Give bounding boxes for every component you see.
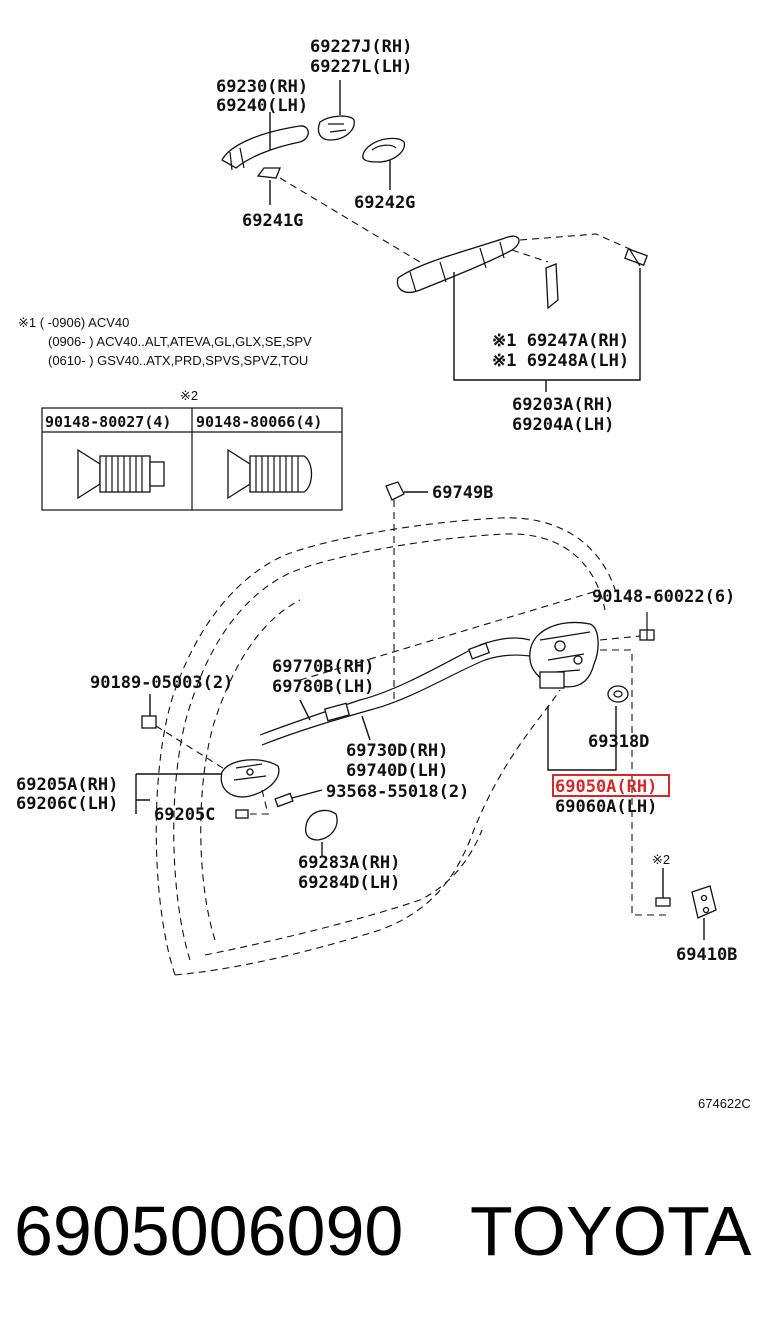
handle-gasket xyxy=(256,167,281,179)
door-lock-assembly xyxy=(529,621,668,916)
highlight-box xyxy=(552,774,670,797)
label-69242g[interactable]: 69242G xyxy=(354,193,415,213)
label-69060a[interactable]: 69060A(LH) xyxy=(555,797,657,817)
screw-left-icon xyxy=(77,448,165,500)
label-69205c[interactable]: 69205C xyxy=(154,805,215,825)
diagram-code: 674622C xyxy=(698,1096,751,1111)
label-69410b[interactable]: 69410B xyxy=(676,945,737,965)
screw-69205c xyxy=(235,809,249,819)
bushing-69318d xyxy=(607,685,629,703)
frame-bracket xyxy=(545,263,559,310)
inside-handle-screw xyxy=(274,789,323,808)
label-69248a[interactable]: ※1 69248A(LH) xyxy=(492,351,629,371)
label-69050a-highlighted[interactable]: 69050A(RH) xyxy=(555,777,657,797)
screw-box xyxy=(41,407,343,511)
label-69205a[interactable]: 69205A(RH) xyxy=(16,775,118,795)
screw-right-icon xyxy=(227,448,313,500)
label-69770b[interactable]: 69770B(RH) xyxy=(272,657,374,677)
note-2-box: ※2 xyxy=(180,388,198,403)
label-69240[interactable]: 69240(LH) xyxy=(216,96,308,116)
label-69780b[interactable]: 69780B(LH) xyxy=(272,677,374,697)
label-90148-60022[interactable]: 90148-60022(6) xyxy=(592,587,735,607)
note-line-2: (0906- ) ACV40..ALT,ATEVA,GL,GLX,SE,SPV xyxy=(48,334,312,349)
label-93568[interactable]: 93568-55018(2) xyxy=(326,782,469,802)
door-cables xyxy=(259,637,531,746)
label-69283a[interactable]: 69283A(RH) xyxy=(298,853,400,873)
label-69203a[interactable]: 69203A(RH) xyxy=(512,395,614,415)
label-69284d[interactable]: 69284D(LH) xyxy=(298,873,400,893)
note-line-1: ※1 ( -0906) ACV40 xyxy=(18,315,129,330)
label-69227j[interactable]: 69227J(RH) xyxy=(310,37,412,57)
door-outline xyxy=(155,517,619,976)
footer-brand: TOYOTA xyxy=(470,1192,752,1270)
label-90189[interactable]: 90189-05003(2) xyxy=(90,673,233,693)
screw-box-left-label[interactable]: 90148-80027(4) xyxy=(45,413,171,431)
handle-frame xyxy=(396,235,520,293)
handle-cover xyxy=(317,115,355,141)
inside-handle-cover xyxy=(304,809,338,856)
label-69740d[interactable]: 69740D(LH) xyxy=(346,761,448,781)
handle-pad xyxy=(362,137,406,163)
label-69206c[interactable]: 69206C(LH) xyxy=(16,794,118,814)
label-69204a[interactable]: 69204A(LH) xyxy=(512,415,614,435)
applicability-notes: ※1 ( -0906) ACV40 (0906- ) ACV40..ALT,AT… xyxy=(18,315,312,368)
frame-screw xyxy=(624,248,648,267)
outside-handle-group xyxy=(221,80,648,392)
label-69318d[interactable]: 69318D xyxy=(588,732,649,752)
clip-90189 xyxy=(141,694,227,771)
label-69730d[interactable]: 69730D(RH) xyxy=(346,741,448,761)
label-69230[interactable]: 69230(RH) xyxy=(216,77,308,97)
part-labels: 69227J(RH) 69227L(LH) 69230(RH) 69240(LH… xyxy=(16,37,737,965)
note-line-3: (0610- ) GSV40..ATX,PRD,SPVS,SPVZ,TOU xyxy=(48,353,308,368)
label-69247a[interactable]: ※1 69247A(RH) xyxy=(492,331,629,351)
clip-69749b xyxy=(385,481,428,700)
label-69227l[interactable]: 69227L(LH) xyxy=(310,57,412,77)
note-2-small: ※2 xyxy=(652,852,670,867)
label-69749b[interactable]: 69749B xyxy=(432,483,493,503)
outside-handle xyxy=(221,125,309,169)
striker-69410b xyxy=(655,868,717,940)
footer-part-number: 6905006090 xyxy=(14,1192,403,1270)
inside-handle xyxy=(135,759,280,815)
screw-box-right-label[interactable]: 90148-80066(4) xyxy=(196,413,322,431)
lock-screw xyxy=(639,612,655,641)
label-69241g[interactable]: 69241G xyxy=(242,211,303,231)
